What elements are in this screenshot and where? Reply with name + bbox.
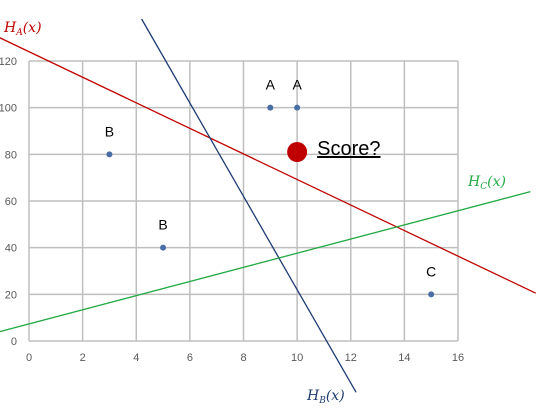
x-tick-label: 6 (187, 352, 193, 364)
x-tick-label: 8 (240, 352, 246, 364)
data-point-label: B (105, 123, 114, 139)
y-tick-label: 20 (5, 289, 17, 301)
query-point: Score? (287, 138, 381, 162)
y-tick-label: 120 (0, 56, 17, 68)
x-tick-label: 10 (291, 352, 303, 364)
data-point (294, 104, 301, 111)
query-point-label: Score? (317, 138, 380, 160)
y-tick-label: 60 (5, 196, 17, 208)
grid (28, 60, 459, 342)
hyperplane-labels: HA(x) HB(x) HC(x) (3, 20, 506, 406)
y-tick-label: 100 (0, 103, 17, 115)
x-tick-label: 2 (80, 352, 86, 364)
x-tick-label: 16 (452, 352, 464, 364)
data-point-label: A (292, 77, 302, 93)
hyperplane-label-c: HC(x) (467, 174, 506, 192)
hyperplane-lines (0, 18, 537, 393)
data-point (160, 244, 167, 251)
x-tick-label: 0 (26, 352, 32, 364)
hyperplane-line-b (141, 18, 357, 393)
hyperplane-label-a: HA(x) (3, 20, 42, 38)
x-tick-label: 12 (345, 352, 357, 364)
x-tick-label: 14 (398, 352, 410, 364)
y-tick-label: 0 (11, 336, 17, 348)
y-tick-label: 80 (5, 149, 17, 161)
data-point-label: B (158, 217, 167, 233)
data-point (428, 291, 435, 298)
data-point (106, 151, 113, 158)
data-point-label: C (426, 263, 436, 279)
tick-labels: 0 2 4 6 8 10 12 14 16 0 20 40 60 80 100 120 (0, 56, 464, 364)
hyperplane-line-c (0, 191, 531, 333)
data-point-label: A (266, 77, 276, 93)
hyperplane-label-b: HB(x) (306, 388, 345, 406)
y-tick-label: 40 (5, 243, 17, 255)
data-point (267, 104, 274, 111)
query-point-marker (287, 142, 308, 162)
hyperplane-line-a (0, 37, 537, 294)
x-tick-label: 4 (133, 352, 139, 364)
